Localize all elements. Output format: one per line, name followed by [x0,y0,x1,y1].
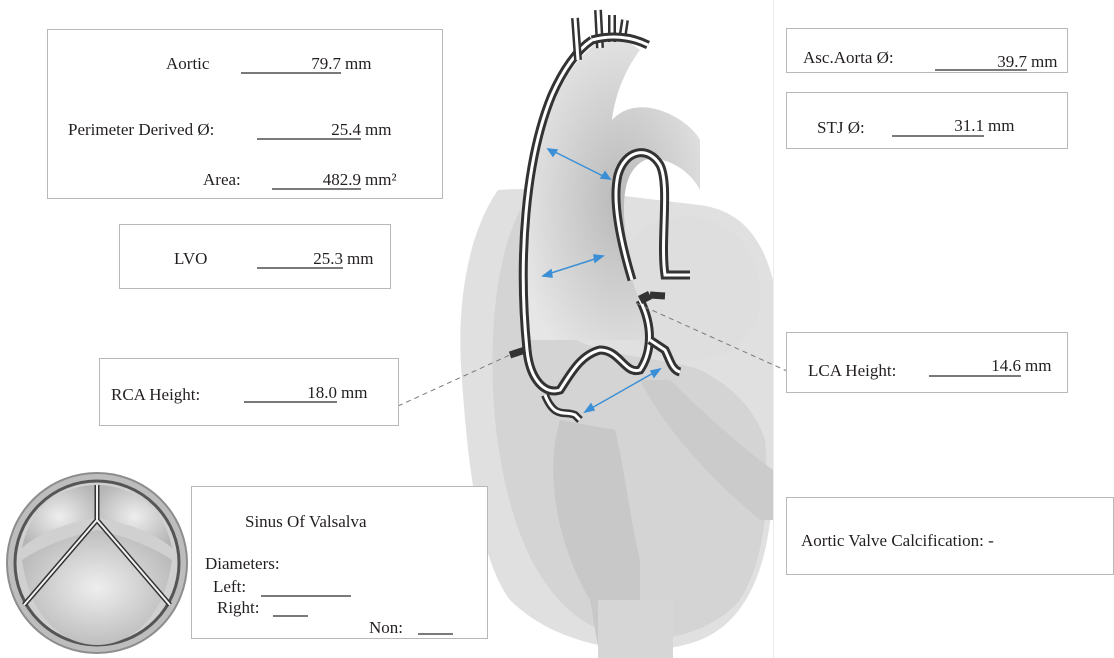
asc-aorta-label: Asc.Aorta Ø: [803,48,894,68]
lvo-value: 25.3 [283,249,343,269]
area-value: 482.9 [296,170,361,190]
perimeter-value: 25.4 [301,120,361,140]
sinus-of-valsalva-box: Sinus Of Valsalva Diameters: Left: Right… [191,486,488,639]
sinus-title: Sinus Of Valsalva [245,512,367,532]
calcification-label: Aortic Valve Calcification: - [801,531,994,551]
aortic-value: 79.7 [291,54,341,74]
lca-value: 14.6 [961,356,1021,376]
lca-label: LCA Height: [808,361,896,381]
stj-label: STJ Ø: [817,118,865,138]
rca-value: 18.0 [277,383,337,403]
stj-unit: mm [988,116,1014,136]
lca-unit: mm [1025,356,1051,376]
aortic-valve-illustration [7,473,187,653]
area-unit: mm² [365,170,397,190]
lca-height-box: LCA Height: 14.6 mm [786,332,1068,393]
lvo-label: LVO [174,249,207,269]
rca-unit: mm [341,383,367,403]
aortic-unit: mm [345,54,371,74]
aortic-label: Aortic [166,54,209,74]
perimeter-label: Perimeter Derived Ø: [68,120,214,140]
sinus-left-underline [261,595,351,597]
stj-box: STJ Ø: 31.1 mm [786,92,1068,149]
rca-label: RCA Height: [111,385,200,405]
diameters-label: Diameters: [205,554,280,574]
aortic-annulus-box: Aortic 79.7 mm Perimeter Derived Ø: 25.4… [47,29,443,199]
perimeter-unit: mm [365,120,391,140]
sinus-non-underline [418,633,453,635]
rca-height-box: RCA Height: 18.0 mm [99,358,399,426]
area-label: Area: [203,170,241,190]
calcification-box: Aortic Valve Calcification: - [786,497,1114,575]
asc-aorta-unit: mm [1031,52,1057,72]
lvo-box: LVO 25.3 mm [119,224,391,289]
sinus-right-label: Right: [217,598,260,618]
asc-aorta-box: Asc.Aorta Ø: 39.7 mm [786,28,1068,73]
sinus-left-label: Left: [213,577,246,597]
lvo-unit: mm [347,249,373,269]
stj-value: 31.1 [924,116,984,136]
sinus-right-underline [273,615,308,617]
sinus-non-label: Non: [369,618,403,638]
asc-aorta-value: 39.7 [967,52,1027,72]
